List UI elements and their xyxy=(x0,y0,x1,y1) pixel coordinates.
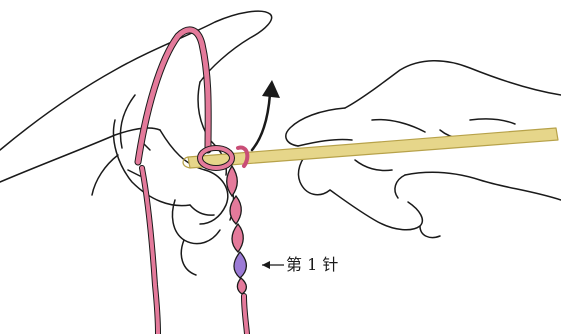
yarn-tail xyxy=(142,168,158,334)
stitch-chain xyxy=(227,166,247,334)
left-hand xyxy=(0,11,272,275)
first-stitch xyxy=(234,252,246,278)
up-arrow-icon xyxy=(252,80,280,150)
label-pointer-arrow xyxy=(262,261,284,269)
first-stitch-label: 第 1 针 xyxy=(286,255,338,275)
